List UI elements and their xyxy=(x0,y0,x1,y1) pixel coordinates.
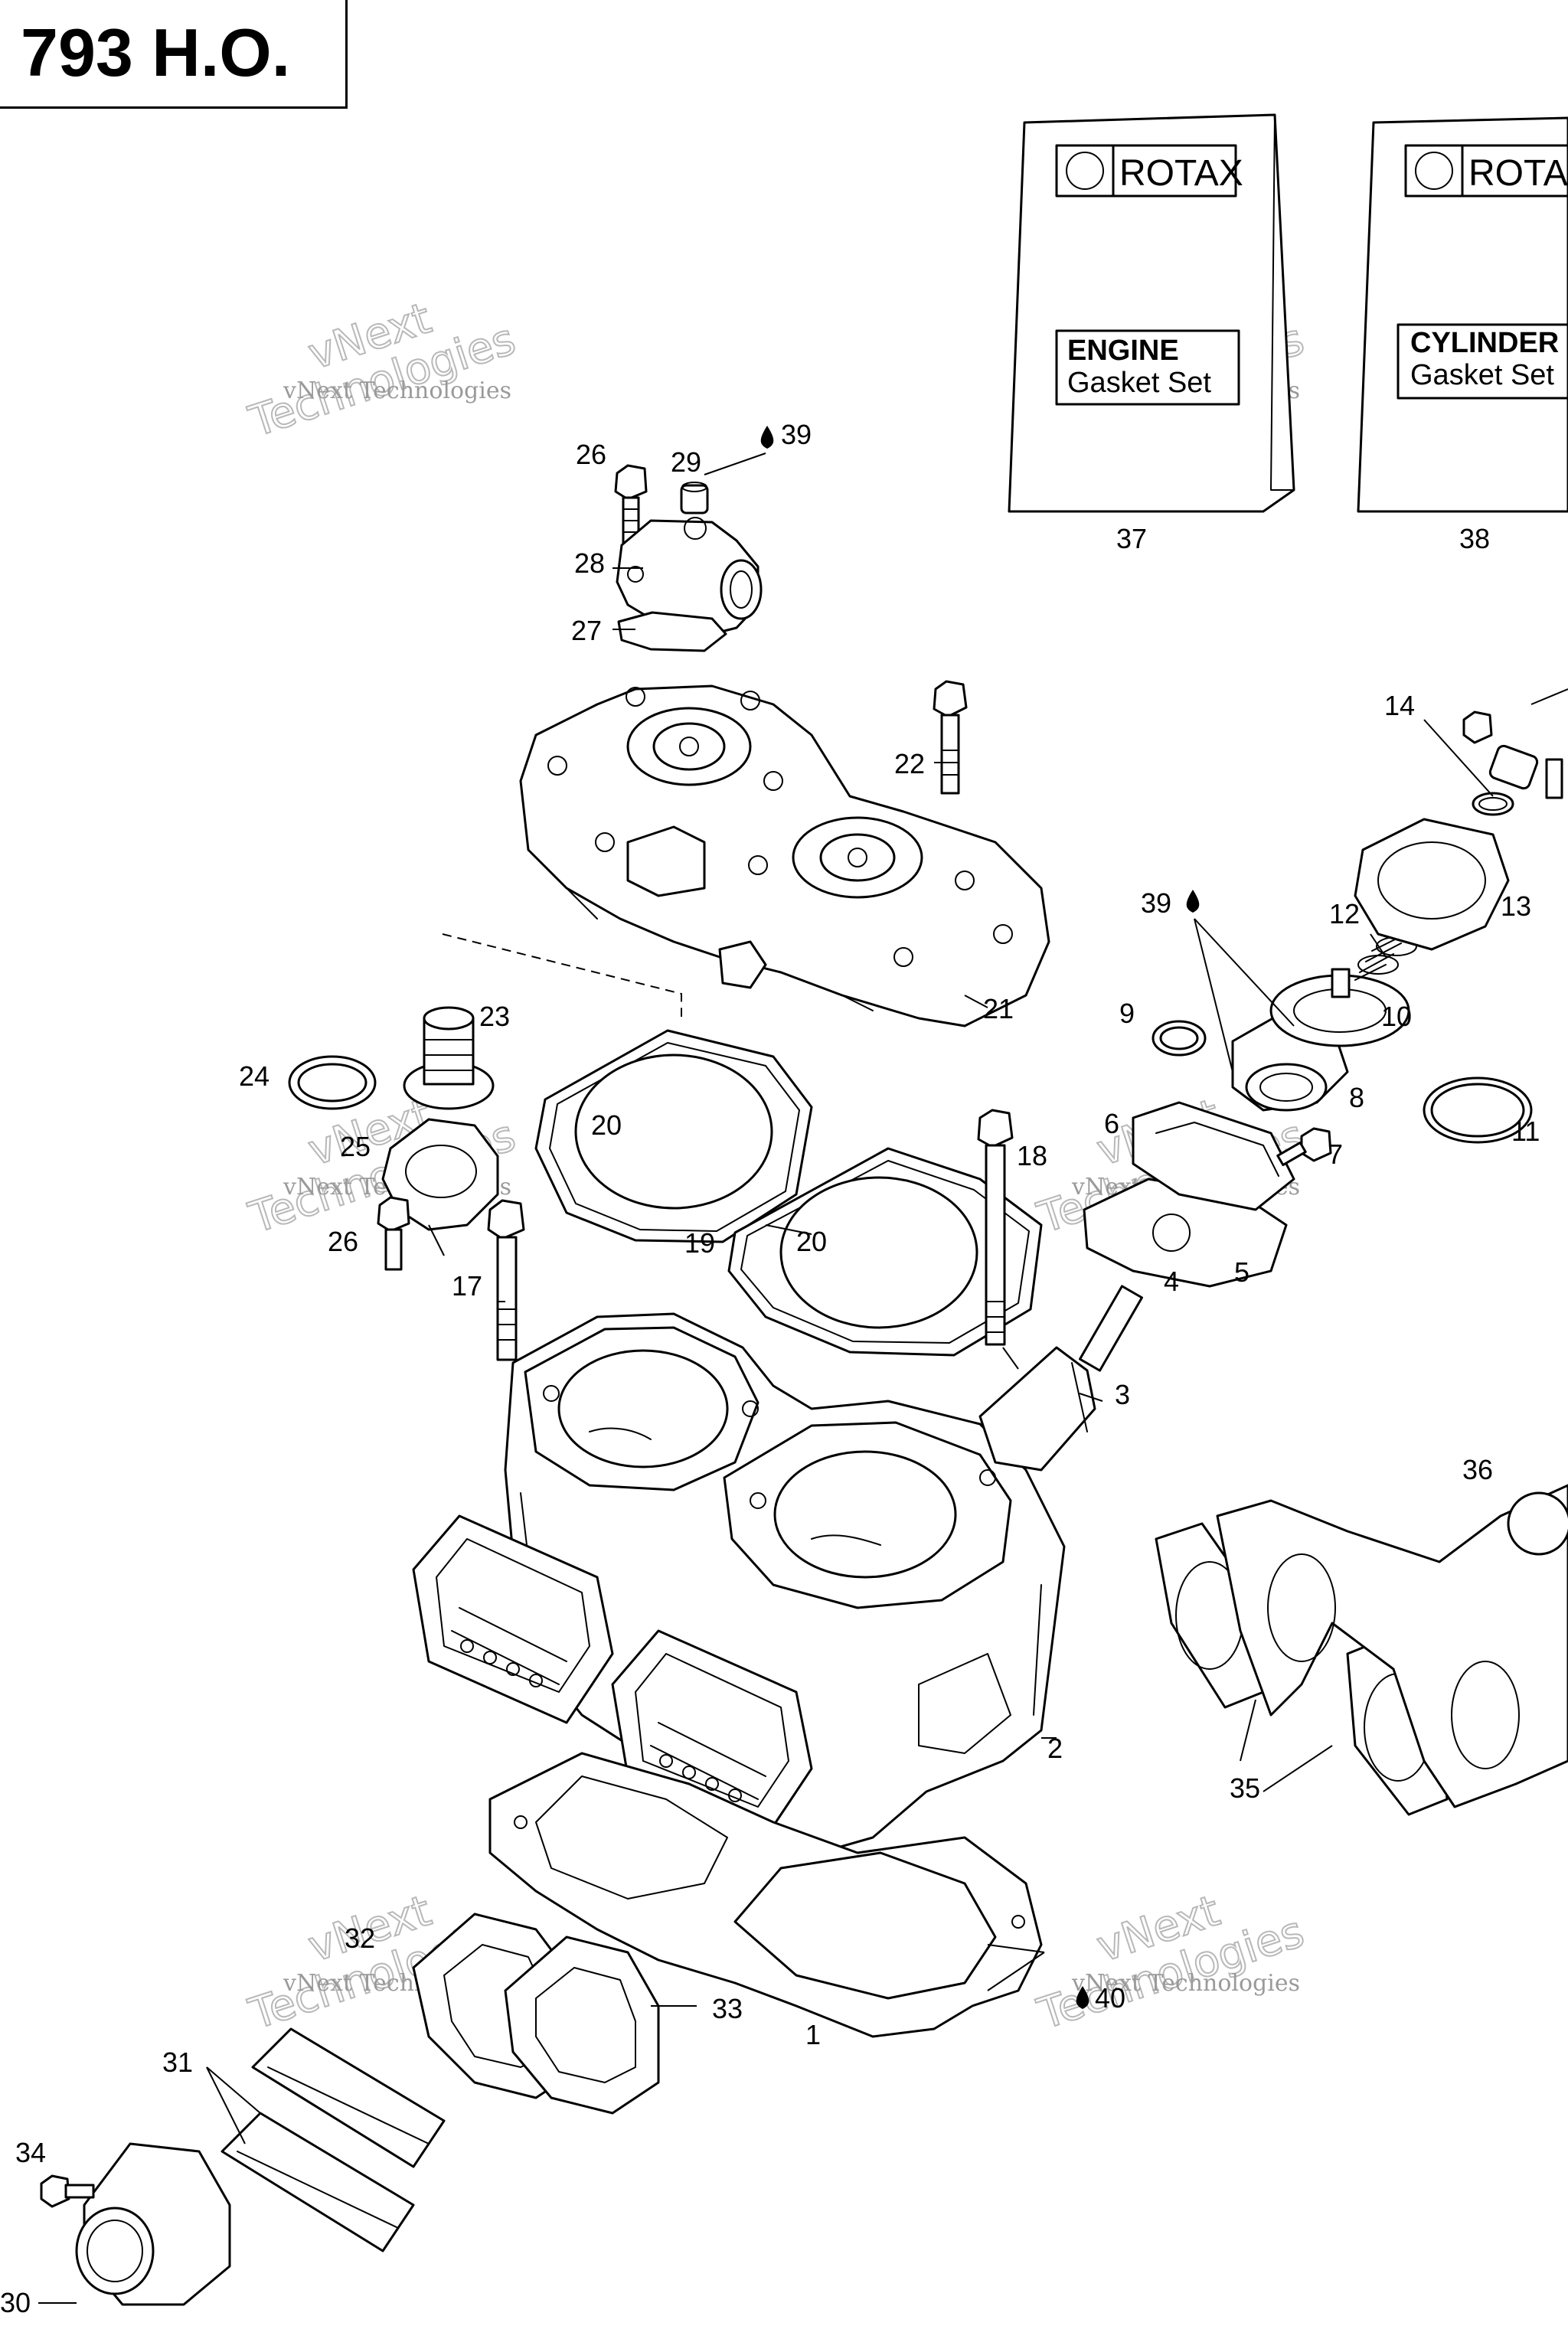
callout-23: 23 xyxy=(479,1001,510,1032)
droplet-icon-40 xyxy=(1076,1986,1089,2009)
callout-20b: 20 xyxy=(796,1226,827,1257)
callout-32: 32 xyxy=(345,1922,375,1954)
o-ring-24 xyxy=(288,1055,377,1110)
watermark-6: Technologies vNext vNext Technologies xyxy=(1031,1885,1311,2040)
cap-14 xyxy=(1472,744,1539,816)
thermostat-23 xyxy=(403,1006,495,1110)
dashed-leader-23 xyxy=(442,933,682,1017)
callout-18: 18 xyxy=(1017,1140,1047,1171)
svg-text:vNext Technologies: vNext Technologies xyxy=(283,377,511,404)
callout-13: 13 xyxy=(1501,890,1531,922)
callout-12: 12 xyxy=(1329,898,1360,929)
callout-7: 7 xyxy=(1328,1138,1343,1170)
screw-7 xyxy=(1276,1127,1332,1167)
water-outlet-28 xyxy=(616,517,763,637)
callout-34: 34 xyxy=(15,2137,46,2168)
callout-19: 19 xyxy=(684,1227,715,1259)
bolt-26-lower xyxy=(377,1196,410,1271)
callout-29: 29 xyxy=(671,446,701,478)
base-gasket-1 xyxy=(488,1752,1043,2038)
callout-labels: 1 2 3 4 5 6 7 8 9 10 11 12 13 14 17 18 1… xyxy=(0,419,1540,2318)
callout-40: 40 xyxy=(1095,1982,1125,2014)
leader-lines xyxy=(38,452,1568,2304)
small-screw-top-right xyxy=(1462,710,1493,744)
gasket-set-booklet-37: ROTAX ENGINE Gasket Set xyxy=(1008,113,1295,513)
model-title: 793 H.O. xyxy=(0,0,348,109)
droplet-icon-39-top xyxy=(760,426,774,449)
callout-21: 21 xyxy=(983,993,1014,1024)
stud-18 xyxy=(977,1109,1014,1346)
reed-plate-33 xyxy=(504,1936,660,2115)
callout-33: 33 xyxy=(712,1993,743,2024)
booklet-38-line1: CYLINDER xyxy=(1410,327,1559,359)
exhaust-manifold-36 xyxy=(1216,1484,1568,1808)
booklet-38-brand: ROTAX xyxy=(1468,153,1568,194)
callout-10: 10 xyxy=(1381,1001,1412,1032)
reed-housing-left xyxy=(412,1514,614,1724)
callout-37: 37 xyxy=(1116,523,1147,554)
callout-30: 30 xyxy=(0,2287,31,2318)
callout-22: 22 xyxy=(894,748,925,779)
callout-31: 31 xyxy=(162,2047,193,2078)
bolt-22 xyxy=(933,680,968,795)
callout-26b: 26 xyxy=(328,1226,358,1257)
callout-39b: 39 xyxy=(1141,887,1171,919)
screw-far-right xyxy=(1545,758,1563,799)
callout-3: 3 xyxy=(1115,1379,1130,1410)
intake-adaptor-30 xyxy=(75,2142,231,2306)
callout-27: 27 xyxy=(571,615,602,646)
callout-1: 1 xyxy=(805,2019,821,2050)
droplet-icon-39-mid xyxy=(1186,890,1200,913)
callout-25: 25 xyxy=(340,1131,371,1162)
o-ring-9 xyxy=(1152,1020,1207,1057)
callout-24: 24 xyxy=(239,1060,270,1092)
watermark-1: Technologies vNext vNext Technologies xyxy=(243,292,522,448)
booklet-37-line2: Gasket Set xyxy=(1067,367,1211,399)
reed-cage-31 xyxy=(220,2027,446,2252)
o-ring-11 xyxy=(1423,1076,1533,1144)
gasket-27 xyxy=(617,611,727,652)
callout-17: 17 xyxy=(452,1270,482,1302)
diaphragm-10 xyxy=(1269,968,1410,1047)
callout-9: 9 xyxy=(1119,998,1135,1029)
valve-base-6 xyxy=(1132,1101,1295,1211)
callout-6: 6 xyxy=(1104,1108,1119,1139)
callout-36: 36 xyxy=(1462,1454,1493,1485)
thermostat-cover-25 xyxy=(381,1118,499,1231)
callout-35: 35 xyxy=(1230,1772,1260,1804)
callout-8: 8 xyxy=(1349,1082,1364,1113)
callout-5: 5 xyxy=(1234,1256,1250,1288)
callout-26a: 26 xyxy=(576,439,606,470)
callout-14: 14 xyxy=(1384,690,1415,721)
cylinder-head-21 xyxy=(519,684,1050,1027)
valve-cover-13 xyxy=(1354,818,1510,951)
callout-28: 28 xyxy=(574,547,605,579)
fitting-29 xyxy=(680,482,709,514)
callout-38: 38 xyxy=(1459,523,1490,554)
gasket-set-booklet-38: ROTAX CYLINDER Gasket Set xyxy=(1357,116,1568,513)
svg-text:vNext Technologies: vNext Technologies xyxy=(1071,1970,1300,1997)
booklet-38-line2: Gasket Set xyxy=(1410,359,1554,391)
callout-39a: 39 xyxy=(781,419,812,450)
head-gasket-19-20a xyxy=(534,1029,813,1243)
callout-2: 2 xyxy=(1047,1733,1063,1764)
screw-34 xyxy=(40,2174,95,2208)
stud-17 xyxy=(487,1199,525,1361)
booklet-37-brand: ROTAX xyxy=(1119,153,1243,194)
booklet-37-line1: ENGINE xyxy=(1067,335,1179,367)
rave-valve-3 xyxy=(978,1285,1143,1472)
callout-4: 4 xyxy=(1164,1266,1179,1297)
callout-20a: 20 xyxy=(591,1109,622,1141)
head-gasket-19-20b xyxy=(727,1147,1043,1357)
callout-11: 11 xyxy=(1511,1116,1540,1147)
